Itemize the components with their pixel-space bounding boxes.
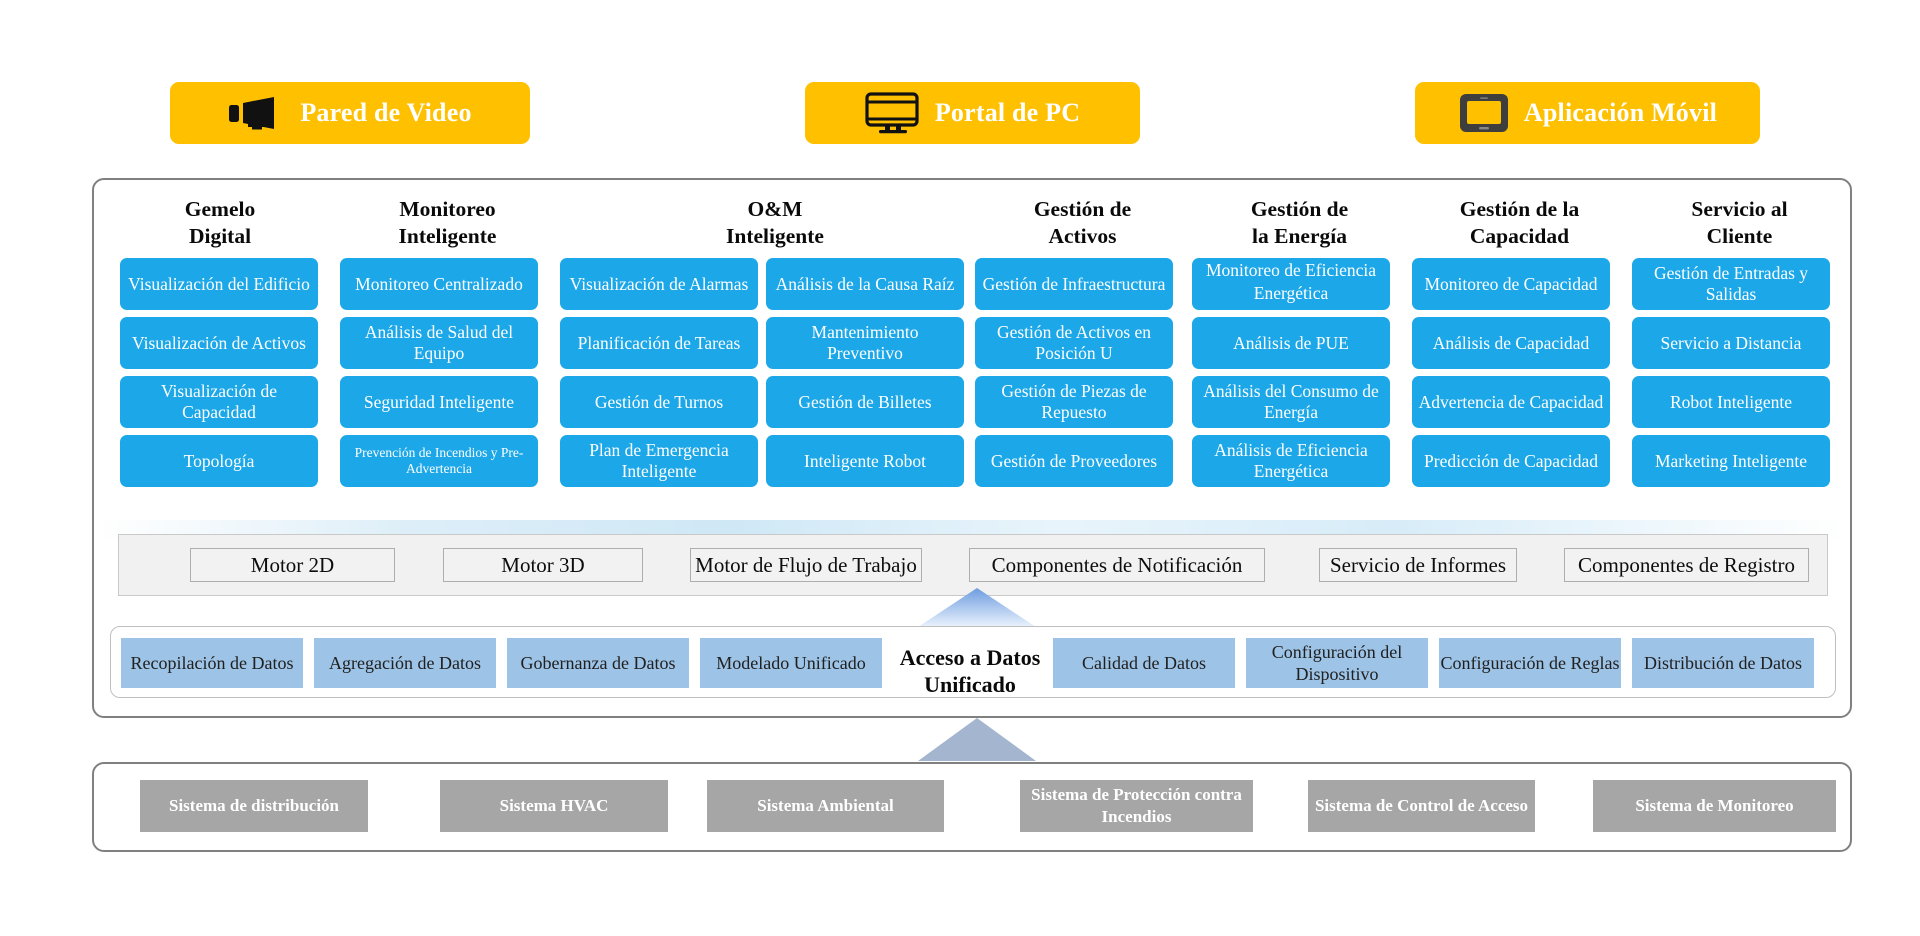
capability-box[interactable]: Análisis de Capacidad — [1412, 317, 1610, 369]
column-title-6: Gestión de la Capacidad — [1412, 196, 1627, 250]
infrastructure-system-box[interactable]: Sistema HVAC — [440, 780, 668, 832]
data-service-box[interactable]: Agregación de Datos — [314, 638, 496, 688]
data-service-box[interactable]: Calidad de Datos — [1053, 638, 1235, 688]
data-service-box[interactable]: Recopilación de Datos — [121, 638, 303, 688]
column-title-line1: Servicio al — [1691, 197, 1788, 221]
channel-button-pc-portal[interactable]: Portal de PC — [805, 82, 1140, 144]
data-service-box[interactable]: Modelado Unificado — [700, 638, 882, 688]
capability-box[interactable]: Servicio a Distancia — [1632, 317, 1830, 369]
data-access-title-line2: Unificado — [924, 672, 1016, 697]
capability-box[interactable]: Plan de Emergencia Inteligente — [560, 435, 758, 487]
capability-box[interactable]: Visualización del Edificio — [120, 258, 318, 310]
engine-box[interactable]: Servicio de Informes — [1319, 548, 1517, 582]
column-title-line1: O&M — [747, 197, 803, 221]
column-title-line1: Gestión de — [1033, 197, 1132, 221]
column-title-line2: Inteligente — [726, 224, 824, 248]
video-wall-icon — [228, 96, 286, 130]
arrow-up-to-data-layer — [918, 718, 1036, 767]
capability-box[interactable]: Visualización de Activos — [120, 317, 318, 369]
infrastructure-system-box[interactable]: Sistema Ambiental — [707, 780, 944, 832]
capability-box[interactable]: Prevención de Incendios y Pre-Advertenci… — [340, 435, 538, 487]
engine-box[interactable]: Motor 2D — [190, 548, 395, 582]
engine-box[interactable]: Motor 3D — [443, 548, 643, 582]
data-service-box[interactable]: Gobernanza de Datos — [507, 638, 689, 688]
data-service-box[interactable]: Configuración de Reglas — [1439, 638, 1621, 688]
capability-box[interactable]: Gestión de Entradas y Salidas — [1632, 258, 1830, 310]
arrow-up-to-engine-layer — [918, 588, 1036, 633]
data-access-title: Acceso a Datos Unificado — [880, 644, 1060, 698]
capability-box[interactable]: Análisis de Salud del Equipo — [340, 317, 538, 369]
capability-box[interactable]: Planificación de Tareas — [560, 317, 758, 369]
channel-button-row: Pared de Video Portal de PC — [0, 82, 1920, 144]
capability-box[interactable]: Topología — [120, 435, 318, 487]
channel-button-mobile-app[interactable]: Aplicación Móvil — [1415, 82, 1760, 144]
capability-box[interactable]: Gestión de Proveedores — [975, 435, 1173, 487]
capability-box[interactable]: Gestión de Activos en Posición U — [975, 317, 1173, 369]
column-title-line2: la Energía — [1252, 224, 1347, 248]
capability-box[interactable]: Visualización de Capacidad — [120, 376, 318, 428]
infrastructure-system-box[interactable]: Sistema de Control de Acceso — [1308, 780, 1535, 832]
column-title-3: O&M Inteligente — [560, 196, 990, 250]
infrastructure-layer-card — [92, 762, 1852, 852]
capability-box[interactable]: Inteligente Robot — [766, 435, 964, 487]
capability-box[interactable]: Análisis del Consumo de Energía — [1192, 376, 1390, 428]
engine-divider-glow — [96, 520, 1848, 538]
capability-box[interactable]: Análisis de Eficiencia Energética — [1192, 435, 1390, 487]
capability-box[interactable]: Advertencia de Capacidad — [1412, 376, 1610, 428]
capability-box[interactable]: Monitoreo de Capacidad — [1412, 258, 1610, 310]
column-title-line2: Inteligente — [398, 224, 497, 248]
column-title-4: Gestión de Activos — [975, 196, 1190, 250]
capability-box[interactable]: Monitoreo de Eficiencia Energética — [1192, 258, 1390, 310]
capability-box[interactable]: Robot Inteligente — [1632, 376, 1830, 428]
capability-box[interactable]: Gestión de Piezas de Repuesto — [975, 376, 1173, 428]
engine-box[interactable]: Componentes de Notificación — [969, 548, 1265, 582]
capability-box[interactable]: Predicción de Capacidad — [1412, 435, 1610, 487]
tablet-icon — [1458, 92, 1510, 134]
capability-box[interactable]: Marketing Inteligente — [1632, 435, 1830, 487]
capability-box[interactable]: Gestión de Turnos — [560, 376, 758, 428]
data-service-box[interactable]: Distribución de Datos — [1632, 638, 1814, 688]
engine-box[interactable]: Motor de Flujo de Trabajo — [690, 548, 922, 582]
data-access-title-line1: Acceso a Datos — [899, 645, 1041, 670]
capability-box[interactable]: Mantenimiento Preventivo — [766, 317, 964, 369]
channel-button-video-wall[interactable]: Pared de Video — [170, 82, 530, 144]
capability-box[interactable]: Análisis de PUE — [1192, 317, 1390, 369]
channel-label: Pared de Video — [300, 98, 472, 127]
infrastructure-system-box[interactable]: Sistema de Monitoreo — [1593, 780, 1836, 832]
column-title-line2: Capacidad — [1469, 224, 1570, 248]
column-title-line2: Digital — [188, 224, 252, 248]
column-title-line2: Cliente — [1706, 224, 1773, 248]
infrastructure-system-box[interactable]: Sistema de Protección contra Incendios — [1020, 780, 1253, 832]
data-service-box[interactable]: Configuración del Dispositivo — [1246, 638, 1428, 688]
column-title-line1: Gemelo — [184, 197, 256, 221]
channel-label: Aplicación Móvil — [1523, 98, 1718, 127]
column-title-line1: Gestión de — [1250, 197, 1349, 221]
column-title-5: Gestión de la Energía — [1192, 196, 1407, 250]
column-title-7: Servicio al Cliente — [1632, 196, 1847, 250]
capability-box[interactable]: Visualización de Alarmas — [560, 258, 758, 310]
channel-label: Portal de PC — [934, 98, 1081, 127]
desktop-monitor-icon — [865, 92, 921, 134]
capability-box[interactable]: Gestión de Infraestructura — [975, 258, 1173, 310]
column-title-line1: Monitoreo — [399, 197, 496, 221]
infrastructure-system-box[interactable]: Sistema de distribución — [140, 780, 368, 832]
capability-box[interactable]: Análisis de la Causa Raíz — [766, 258, 964, 310]
column-title-line2: Activos — [1048, 224, 1117, 248]
column-title-line1: Gestión de la — [1459, 197, 1580, 221]
capability-box[interactable]: Monitoreo Centralizado — [340, 258, 538, 310]
engine-box[interactable]: Componentes de Registro — [1564, 548, 1809, 582]
capability-box[interactable]: Gestión de Billetes — [766, 376, 964, 428]
capability-box[interactable]: Seguridad Inteligente — [340, 376, 538, 428]
